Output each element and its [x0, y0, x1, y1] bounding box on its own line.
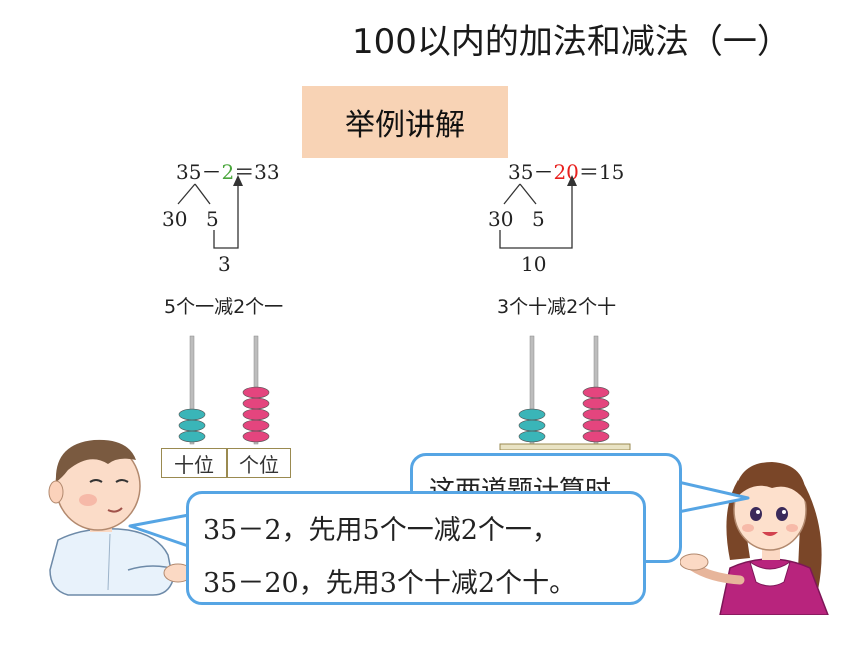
girl-illustration: [680, 462, 829, 615]
left-equation-part2: ＝33: [234, 160, 280, 184]
left-split-tens: 30: [162, 207, 188, 231]
right-ones-bead: [582, 386, 610, 399]
girl-bubble-tail: [678, 480, 750, 514]
right-split-lines: [499, 175, 577, 249]
left-split-ones: 5: [206, 207, 219, 231]
left-rule-text: 5个一减2个一: [164, 296, 284, 318]
boy-illustration: [48, 439, 193, 596]
left-ones-bead: [242, 419, 270, 432]
left-ones-bead: [242, 408, 270, 421]
left-tens-bead: [178, 408, 206, 421]
left-partial-result: 3: [218, 252, 231, 276]
left-ones-bead: [242, 386, 270, 399]
boy-speech-line-1: 35－2，先用5个一减2个一，: [203, 515, 559, 546]
left-equation-part1: 35－: [176, 160, 222, 184]
tens-place-label: 十位: [161, 448, 227, 478]
boy-speech-bubble: 35－2，先用5个一减2个一， 35－20，先用3个十减2个十。: [186, 491, 646, 605]
right-partial-result: 10: [521, 252, 547, 276]
right-equation-subtrahend: 20: [553, 160, 579, 184]
right-tens-bead: [518, 419, 546, 432]
left-ones-bead: [242, 430, 270, 443]
ones-place-label: 个位: [227, 448, 291, 478]
right-equation-part2: ＝15: [578, 160, 625, 184]
right-rule-text: 3个十减2个十: [497, 296, 617, 318]
right-abacus: [499, 335, 631, 450]
right-ones-bead: [582, 397, 610, 410]
section-header: 举例讲解: [302, 86, 508, 158]
section-header-label: 举例讲解: [345, 108, 465, 143]
right-split-tens: 30: [488, 207, 514, 231]
right-tens-bead: [518, 408, 546, 421]
right-tens-bead: [518, 430, 546, 443]
left-split-lines: [177, 175, 243, 249]
right-equation: 35－20＝15: [508, 156, 624, 185]
left-ones-bead: [242, 397, 270, 410]
page-title: 100以内的加法和减法（一）: [352, 22, 791, 62]
left-equation-subtrahend: 2: [221, 160, 235, 184]
right-ones-bead: [582, 419, 610, 432]
boy-speech-line-2: 35－20，先用3个十减2个十。: [203, 568, 577, 599]
left-abacus: [178, 335, 270, 445]
left-equation: 35－2＝33: [176, 156, 280, 185]
right-ones-bead: [582, 430, 610, 443]
right-split-ones: 5: [532, 207, 545, 231]
right-equation-part1: 35－: [508, 160, 554, 184]
right-ones-bead: [582, 408, 610, 421]
